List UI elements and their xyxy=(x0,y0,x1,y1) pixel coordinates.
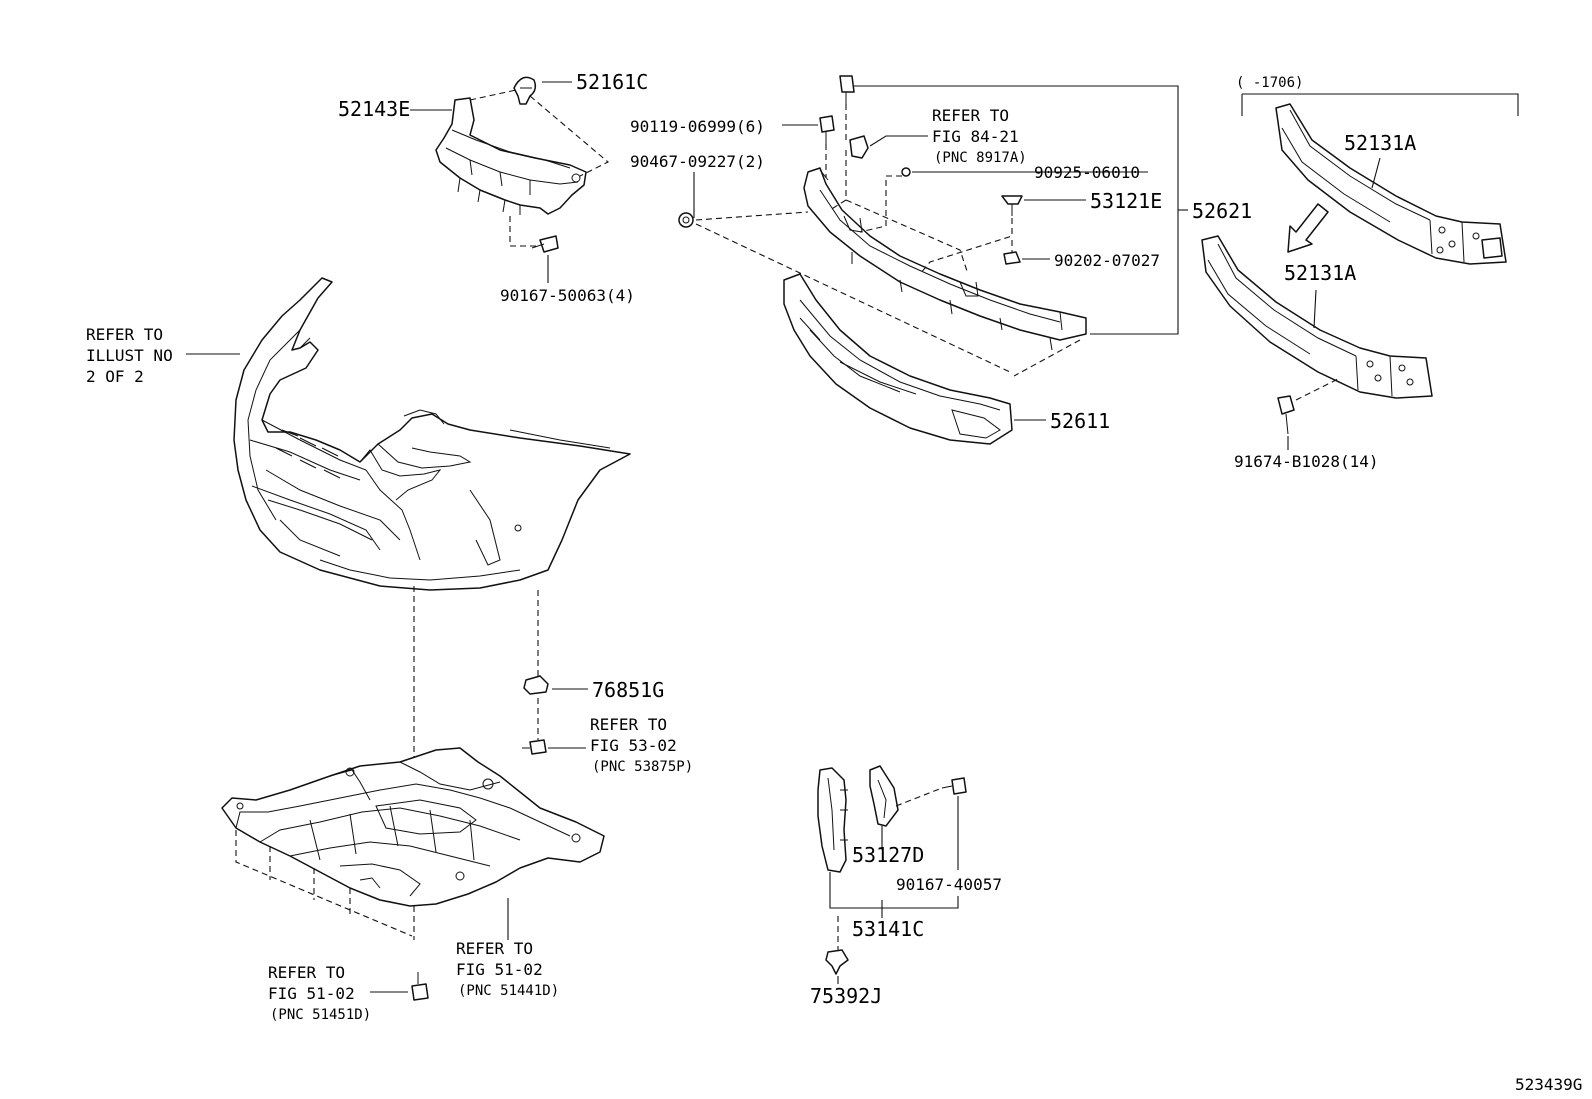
label-52621: 52621 xyxy=(1192,199,1252,223)
bolt-90119-06999 xyxy=(819,115,835,144)
nut-90202-07027 xyxy=(1003,251,1021,265)
engine-under-cover xyxy=(221,747,605,907)
label-refer-8421-1: REFER TO xyxy=(932,106,1009,125)
bracket-53127d xyxy=(869,765,899,827)
bumper-bar-52131a-top xyxy=(1275,103,1507,265)
label-refer-illust-2: ILLUST NO xyxy=(86,346,173,365)
energy-absorber-52611 xyxy=(783,273,1013,445)
label-refer-5302-3: (PNC 53875P) xyxy=(592,759,693,775)
label-refer-5102a-3: (PNC 51441D) xyxy=(458,983,559,999)
label-52611: 52611 xyxy=(1050,409,1110,433)
label-90167-40057: 90167-40057 xyxy=(896,875,1002,894)
arrow-indicator xyxy=(1287,203,1329,253)
label-76851g: 76851G xyxy=(592,678,664,702)
label-52161c: 52161C xyxy=(576,70,648,94)
bolt-91674-b1028 xyxy=(1277,395,1295,435)
bolt-top-52621 xyxy=(839,75,855,104)
label-refer-8421-2: FIG 84-21 xyxy=(932,127,1019,146)
label-53121e: 53121E xyxy=(1090,189,1162,213)
label-53127d: 53127D xyxy=(852,843,924,867)
label-90202-07027: 90202-07027 xyxy=(1054,251,1160,270)
bolt-refer-5102b xyxy=(411,972,429,1001)
clip-75392j xyxy=(825,949,849,975)
reflector-53141c xyxy=(817,767,848,873)
label-refer-5102b-2: FIG 51-02 xyxy=(268,984,355,1003)
bumper-reinforcement-52621 xyxy=(803,167,1087,351)
front-bumper-cover xyxy=(233,277,631,591)
label-refer-8421-3: (PNC 8917A) xyxy=(934,150,1027,166)
bumper-bar-52131a-bottom xyxy=(1201,235,1433,399)
label-refer-5302-1: REFER TO xyxy=(590,715,667,734)
label-53141c: 53141C xyxy=(852,917,924,941)
label-90467-09227: 90467-09227(2) xyxy=(630,152,765,171)
label-52143e: 52143E xyxy=(338,97,410,121)
clip-52161c xyxy=(513,76,537,105)
clip-76851g xyxy=(523,675,549,695)
diagram-id: 523439G xyxy=(1515,1075,1582,1094)
label-90119-06999: 90119-06999(6) xyxy=(630,117,765,136)
label-refer-5102b-3: (PNC 51451D) xyxy=(270,1007,371,1023)
label-91674-b1028: 91674-B1028(14) xyxy=(1234,452,1379,471)
label-refer-5102a-1: REFER TO xyxy=(456,939,533,958)
clip-90925-06010 xyxy=(901,167,911,177)
clip-53121e xyxy=(1001,195,1023,216)
label-refer-illust-1: REFER TO xyxy=(86,325,163,344)
nut-90467-09227 xyxy=(678,212,694,228)
label-75392j: 75392J xyxy=(810,984,882,1008)
label-refer-5102a-2: FIG 51-02 xyxy=(456,960,543,979)
bolt-90167-40057 xyxy=(941,777,967,795)
sensor-refer-8421 xyxy=(849,135,869,159)
label-90925-06010: 90925-06010 xyxy=(1034,163,1140,182)
label-90167-50063: 90167-50063(4) xyxy=(500,286,635,305)
bolt-90167-50063 xyxy=(531,235,559,253)
label-refer-illust-3: 2 OF 2 xyxy=(86,367,144,386)
bracket-52143e xyxy=(435,97,587,215)
label-52131a-top: 52131A xyxy=(1344,131,1416,155)
label-refer-5302-2: FIG 53-02 xyxy=(590,736,677,755)
bolt-refer-5302 xyxy=(522,739,547,755)
label-range-1706: ( -1706) xyxy=(1236,75,1303,91)
label-52131a-bottom: 52131A xyxy=(1284,261,1356,285)
label-refer-5102b-1: REFER TO xyxy=(268,963,345,982)
